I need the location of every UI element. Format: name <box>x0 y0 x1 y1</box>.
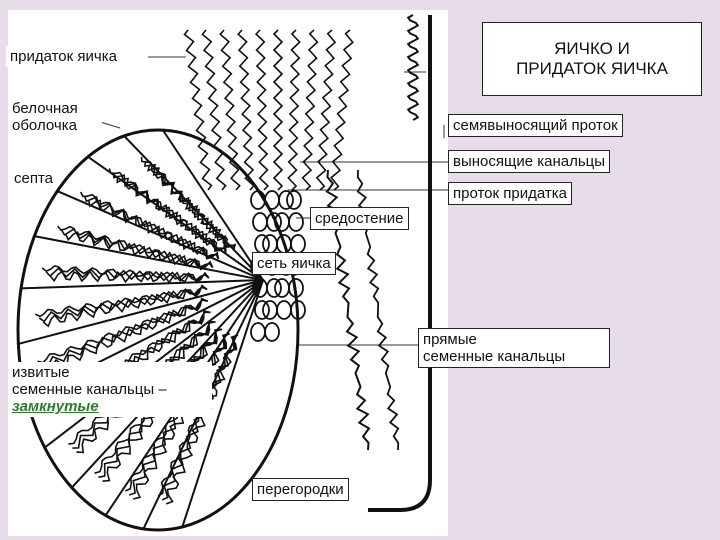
rete-cell <box>254 300 270 320</box>
rete-cell <box>264 322 280 342</box>
label-straight-tubules: прямые семенные канальцы <box>418 328 610 368</box>
title-line1: ЯИЧКО И <box>554 39 630 58</box>
title-line2: ПРИДАТОК ЯИЧКА <box>516 59 668 78</box>
efferent-ductule <box>219 29 241 191</box>
label-mediastinum: средостение <box>310 207 409 230</box>
label-convoluted-tubules: извитые семенные канальцы – замкнутые <box>8 362 212 417</box>
convoluted-tubule <box>146 164 237 251</box>
septum-line <box>162 129 264 281</box>
convoluted-tubule <box>37 299 208 364</box>
label-tunica-line2: оболочка <box>12 117 77 134</box>
septum-line <box>181 279 264 528</box>
label-straight-line1: прямые <box>423 331 477 348</box>
convoluted-tubule <box>42 284 208 328</box>
testis-structures <box>16 14 432 532</box>
testis-diagram <box>16 14 448 532</box>
rete-cell <box>266 212 282 232</box>
rete-cell <box>278 190 294 210</box>
rete-cell <box>264 190 280 210</box>
convoluted-tubule <box>45 297 209 374</box>
label-tunica-albuginea: белочная оболочка <box>8 98 102 136</box>
rete-cell <box>288 278 304 298</box>
rete-cell <box>286 190 302 210</box>
label-straight-line2: семенные канальцы <box>423 348 566 365</box>
rete-cell <box>290 300 306 320</box>
convoluted-tubule <box>64 231 214 271</box>
septum-line <box>21 279 264 290</box>
efferent-ductule <box>201 29 227 191</box>
efferent-ductule <box>254 29 270 191</box>
septum-line <box>18 279 264 345</box>
label-rete-testis: сеть яичка <box>252 252 336 275</box>
rete-cell <box>288 212 304 232</box>
label-efferent-ductules: выносящие канальцы <box>448 150 611 173</box>
efferent-ductule <box>301 29 319 191</box>
slide-title: ЯИЧКО И ПРИДАТОК ЯИЧКА <box>482 22 702 96</box>
efferent-ductule <box>237 29 255 191</box>
convoluted-tubule <box>87 199 220 260</box>
efferent-ductule <box>272 29 284 191</box>
rete-cell <box>290 234 306 254</box>
vas-coil <box>406 14 420 121</box>
diagram-canvas: придаток яичка белочная оболочка септа с… <box>6 10 448 536</box>
label-tunica-line1: белочная <box>12 100 78 117</box>
rete-cell <box>266 278 282 298</box>
label-vas-deferens: семявыносящий проток <box>448 114 623 137</box>
label-epididymis: придаток яичка <box>6 46 121 67</box>
vas-deferens <box>368 15 432 512</box>
convoluted-tubule <box>116 176 227 254</box>
convoluted-tubule <box>161 334 239 501</box>
label-convoluted-closed: замкнутые <box>12 398 99 415</box>
efferent-ductule <box>287 29 301 191</box>
efferent-ductule <box>330 29 354 191</box>
efferent-ductule <box>183 29 213 191</box>
efferent-ductule <box>315 29 337 191</box>
convoluted-tubule <box>49 269 210 284</box>
testis-body <box>16 128 300 532</box>
label-partitions: перегородки <box>252 478 349 501</box>
label-septa: септа <box>10 168 58 189</box>
convoluted-tubule <box>165 334 239 505</box>
label-convoluted-line1: извитые <box>12 364 70 381</box>
label-convoluted-line2: семенные канальцы – <box>12 381 167 398</box>
label-epididymal-duct: проток придатка <box>448 182 572 205</box>
